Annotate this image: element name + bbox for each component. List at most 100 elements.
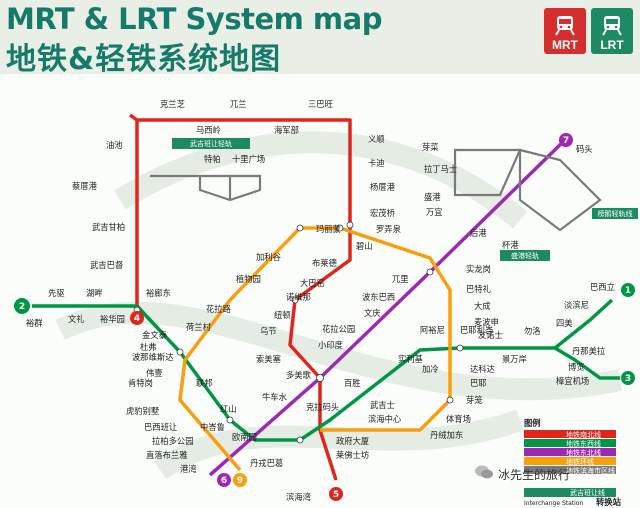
station-label: 巴耶利峇 [460,325,494,335]
station-label: 拉丁马士 [424,164,457,174]
station-label: 达科达 [470,364,495,374]
svg-text:地铁东北线: 地铁东北线 [566,448,601,457]
page-subtitle: 地铁&轻铁系统地图 [6,42,282,77]
station-label: 大成 [474,301,491,311]
legend: 图例 地铁南北线 地铁东西线 地铁东北线 地铁环线 地铁滨海市区线 武吉班让线 … [524,418,622,507]
line-badge-ns-2: 5 [329,487,343,501]
svg-text:3: 3 [625,374,631,384]
line-badge-ew-east-1: 1 [621,283,635,297]
svg-text:转换站: 转换站 [596,497,622,507]
header: MRT & LRT System map 地铁&轻铁系统地图 MRT LRT [0,0,640,77]
station-label: 巴西立 [590,282,615,292]
svg-text:图例: 图例 [524,418,541,428]
sengkang-punggol-lrt [453,148,602,232]
bukit-panjang-lrt [150,174,262,202]
station-label: 蔡厝港 [72,181,98,191]
station-label: 乌节 [260,326,277,336]
station-label: 杯港 [502,240,519,250]
station-label: 多美歌 [286,370,312,380]
station-label: 荷兰村 [186,322,212,332]
station-label: 百胜 [344,378,361,388]
svg-text:9: 9 [237,476,243,486]
station-label: 波那维斯达 [132,352,174,362]
map-canvas: 2 4 5 6 7 9 1 3 克兰芝 兀兰 三巴旺 马西岭 海军部 义顺 油池… [14,99,638,507]
lrt-labels: 武吉班让轻轨 盛港轻轨 榜鹅轻轨线 [172,138,638,261]
station-label: 滨海中心 [368,414,402,424]
station-label: 裕华园 [100,314,125,324]
wechat-icon [475,465,493,479]
station-label: 欧南园 [232,432,257,442]
station-label: 丹绒加东 [430,430,463,440]
station-label: 芽菜 [422,142,439,152]
station-label: 兀里 [392,274,409,284]
station-label: 丹戎巴葛 [250,458,283,468]
station-label: 港湾 [180,464,197,474]
station-label: 克拉码头 [306,402,339,412]
station-label: 芽笼 [466,395,483,405]
svg-text:盛港轻轨: 盛港轻轨 [511,251,539,260]
station-label: 伟壹 [146,368,163,378]
svg-text:榜鹅轻轨线: 榜鹅轻轨线 [598,209,633,218]
station-label: 兀兰 [230,99,247,109]
system-map: 2 4 5 6 7 9 1 3 克兰芝 兀兰 三巴旺 马西岭 海军部 义顺 油池… [0,74,640,508]
station-label: 武吉巴督 [90,260,123,270]
light-rail-icon [602,16,622,36]
station-label: 杨厝港 [370,182,396,192]
station-label: 樟宜机场 [556,376,589,386]
station-label: 阿裕尼 [420,325,445,335]
station-label: 文礼 [68,314,85,324]
line-badge-ne-south: 6 [217,473,231,487]
station-label: 滨海湾 [286,492,311,502]
station-label: 文庆 [364,308,381,318]
station-label: 湖畔 [86,288,103,298]
mrt-logo: MRT [544,8,586,54]
station-label: 先驱 [48,288,65,298]
station-label: 虎豹别墅 [126,406,159,416]
station-label: 诺维那 [286,292,311,302]
station-label: 小印度 [318,340,343,350]
svg-text:1: 1 [625,286,631,296]
station-label: 索美塞 [256,354,281,364]
station-label: 杜弗 [140,342,157,352]
station-label: 拉柏多公园 [152,436,194,446]
station-label: 直落布兰雅 [146,450,188,460]
station-label: 裕廊东 [146,288,171,298]
station-label: 马西岭 [196,125,221,135]
station-label: 实龙岗 [466,264,491,274]
station-label: 政府大厦 [336,436,369,446]
station-label: 牛车水 [262,392,288,402]
station-label: 博览 [568,362,585,372]
svg-text:2: 2 [19,302,25,312]
lrt-logo-label: LRT [600,38,624,52]
station-label: 罗弄泉 [376,224,402,234]
station-label: 实利基 [398,354,424,364]
line-badge-ew-west: 2 [14,298,30,314]
svg-text:7: 7 [563,136,569,146]
station-label: 中峇鲁 [200,422,225,432]
svg-text:地铁东西线: 地铁东西线 [566,439,601,448]
ne-line [208,138,567,477]
svg-text:武吉班让轻轨: 武吉班让轻轨 [190,139,232,148]
svg-text:地铁滨海市区线: 地铁滨海市区线 [566,466,615,475]
station-label: 植物园 [236,274,261,284]
station-label: 肯特岗 [128,378,153,388]
svg-text:5: 5 [333,490,339,500]
station-label: 四美 [556,318,573,328]
station-label: 卡迪 [368,158,385,168]
station-label: 武吉士 [370,400,395,410]
svg-text:地铁南北线: 地铁南北线 [566,430,601,439]
station-label: 金文泰 [142,330,168,340]
lrt-logo: LRT [591,8,633,54]
line-badge-ne-north: 7 [559,133,573,147]
station-label: 海军部 [274,125,299,135]
station-label: 加冷 [422,364,439,374]
station-label: 万宜 [426,207,443,217]
station-labels: 克兰芝 兀兰 三巴旺 马西岭 海军部 义顺 油池 卡迪 蔡厝港 杨厝港 宏茂桥 … [26,99,615,502]
station-label: 淡滨尼 [564,300,589,310]
watermark: 冰先生的旅行 [498,468,571,482]
svg-text:武吉班让线: 武吉班让线 [570,488,605,497]
station-label: 纽顿 [274,310,291,320]
station-label: 巴西班让 [144,422,177,432]
line-badge-cc: 9 [233,473,247,487]
station-label: 布莱德 [312,258,337,268]
